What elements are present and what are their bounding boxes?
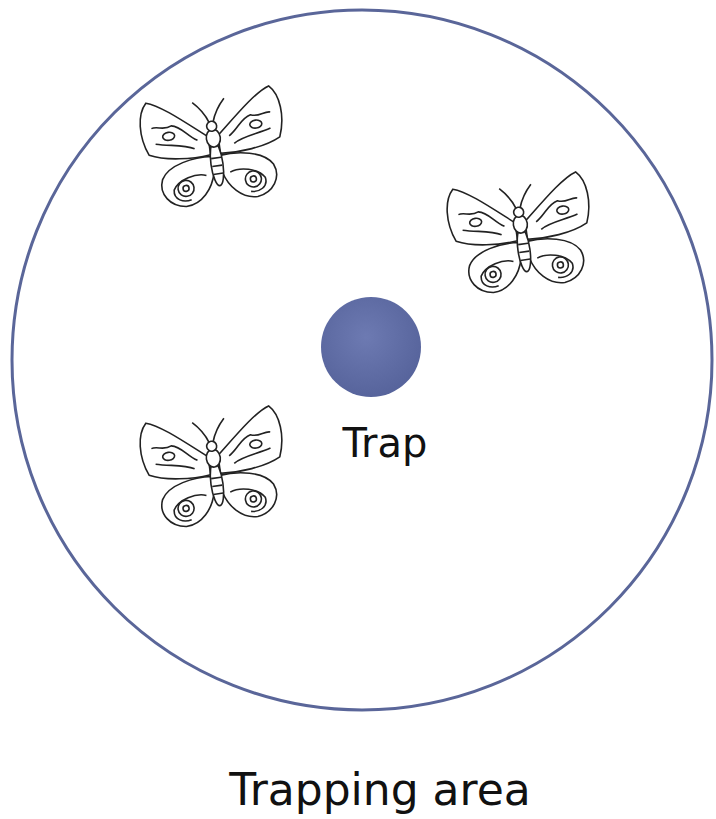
trap-circle (321, 297, 421, 397)
moth (137, 405, 293, 532)
moth (137, 85, 293, 212)
node-label: Trapping area (229, 765, 530, 816)
moth (444, 171, 600, 298)
node-label: Trap (343, 420, 428, 466)
trapping-area-circle (12, 10, 712, 710)
trap-circle: Trap (301, 297, 451, 477)
